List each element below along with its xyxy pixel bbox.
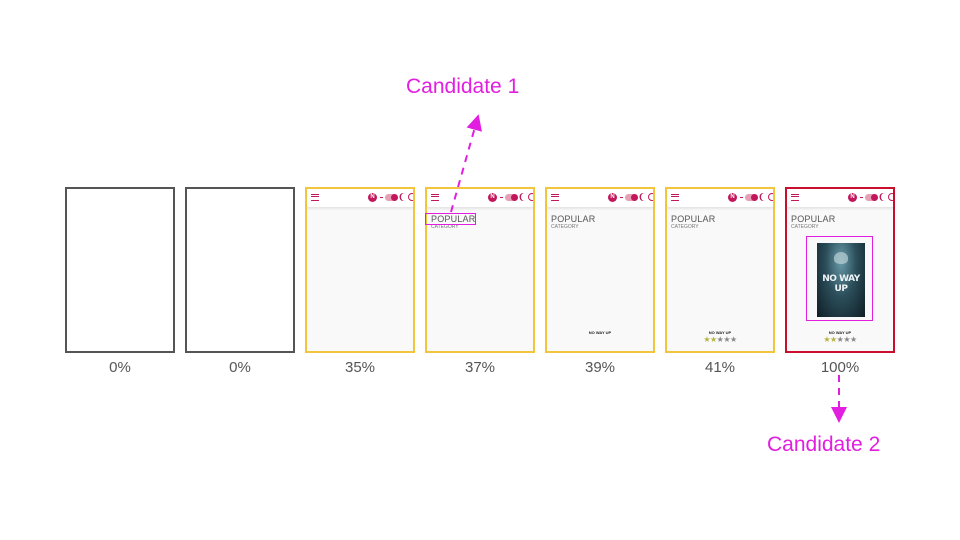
page-title: POPULAR (551, 214, 596, 224)
poster-title-art: NO WAY UP (822, 274, 860, 294)
app-bar: N (547, 189, 653, 208)
user-icon (528, 193, 533, 201)
menu-icon (791, 194, 799, 201)
app-bar: N (307, 189, 413, 208)
theme-toggle (745, 194, 758, 201)
candidate-2-highlight-box (806, 236, 873, 321)
page-subtitle: CATEGORY (671, 224, 699, 230)
user-icon (648, 193, 653, 201)
movie-title: NO WAY UP (588, 330, 612, 335)
star-filled-icon: ★ (703, 335, 710, 344)
frame-percent-label: 39% (584, 359, 616, 376)
page-title: POPULAR (431, 214, 476, 224)
filmstrip-frame-empty (65, 187, 175, 353)
filmstrip-frame-empty (185, 187, 295, 353)
app-logo-badge: N (488, 193, 497, 202)
movie-poster: NO WAY UP (817, 243, 865, 317)
frame-percent-label: 0% (229, 359, 251, 376)
star-filled-icon: ★ (709, 335, 717, 344)
app-logo-badge: N (608, 193, 617, 202)
frame-percent-label: 35% (344, 359, 376, 376)
candidate-1-label: Candidate 1 (406, 75, 520, 98)
candidate-2-label: Candidate 2 (767, 433, 881, 456)
user-icon (408, 193, 413, 201)
separator (860, 197, 863, 198)
frame-percent-label: 37% (464, 359, 496, 376)
star-filled-icon: ★ (829, 335, 837, 344)
theme-toggle (385, 194, 398, 201)
user-icon (768, 193, 773, 201)
separator (500, 197, 503, 198)
movie-title: NO WAY UP (708, 330, 732, 335)
filmstrip-frame-rating: N POPULAR CATEGORY NO WAY UP ★★★★★ (665, 187, 775, 353)
star-empty-icon: ★ (836, 335, 844, 344)
menu-icon (671, 194, 679, 201)
theme-toggle (625, 194, 638, 201)
frame-percent-label: 0% (109, 359, 131, 376)
star-empty-icon: ★ (843, 335, 850, 344)
menu-icon (431, 194, 439, 201)
separator (380, 197, 383, 198)
page-title: POPULAR (671, 214, 716, 224)
frame-percent-label: 41% (704, 359, 736, 376)
frame-percent-label: 100% (820, 359, 860, 376)
app-logo-badge: N (368, 193, 377, 202)
candidate-1-highlight-box (425, 213, 476, 225)
star-rating: ★★★★★ (787, 336, 893, 344)
app-bar: N (787, 189, 893, 208)
user-icon (888, 193, 893, 201)
star-empty-icon: ★ (716, 335, 724, 344)
star-empty-icon: ★ (730, 335, 737, 344)
page-subtitle: CATEGORY (791, 224, 819, 230)
movie-title: NO WAY UP (828, 330, 852, 335)
separator (740, 197, 743, 198)
filmstrip-frame-header: N (305, 187, 415, 353)
star-rating: ★★★★★ (667, 336, 773, 344)
filmstrip-frame-complete: N POPULAR CATEGORY NO WAY UP NO WAY UP ★… (785, 187, 895, 353)
app-bar: N (667, 189, 773, 208)
theme-toggle (865, 194, 878, 201)
star-empty-icon: ★ (850, 335, 857, 344)
app-logo-badge: N (848, 193, 857, 202)
poster-figure-icon (834, 252, 848, 264)
menu-icon (551, 194, 559, 201)
app-logo-badge: N (728, 193, 737, 202)
page-title: POPULAR (791, 214, 836, 224)
app-bar: N (427, 189, 533, 208)
page-subtitle: CATEGORY (551, 224, 579, 230)
star-empty-icon: ★ (723, 335, 730, 344)
page-subtitle: CATEGORY (431, 224, 459, 230)
filmstrip-frame-movie-title: N POPULAR CATEGORY NO WAY UP (545, 187, 655, 353)
star-filled-icon: ★ (823, 335, 830, 344)
filmstrip-frame-title: N POPULAR CATEGORY (425, 187, 535, 353)
candidate-1-arrow (450, 114, 482, 213)
separator (620, 197, 623, 198)
menu-icon (311, 194, 319, 201)
theme-toggle (505, 194, 518, 201)
